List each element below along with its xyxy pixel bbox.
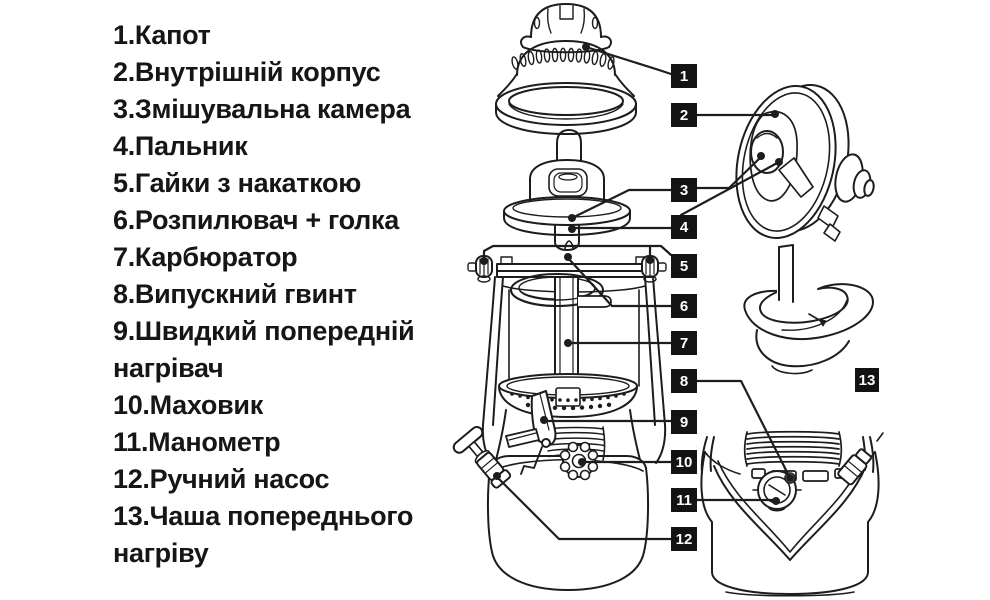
right-tank-drawing (700, 430, 884, 597)
legend-item-4: 4.Пальник (113, 131, 248, 161)
callout-7: 7 (671, 331, 697, 355)
callout-11: 11 (671, 488, 697, 512)
legend-item-10: 10.Маховик (113, 390, 263, 420)
pump-cap-drawing (837, 448, 873, 486)
hood-drawing (495, 3, 637, 135)
leader-lines (482, 45, 792, 541)
legend-item-6: 6.Розпилювач + голка (113, 205, 399, 235)
callout-9: 9 (671, 410, 697, 434)
callout-8: 8 (671, 369, 697, 393)
legend-item-1: 1.Капот (113, 20, 211, 50)
legend-item-2: 2.Внутрішній корпус (113, 57, 381, 87)
hand-pump-drawing (452, 425, 512, 489)
legend-item-13: 13.Чаша попереднього нагріву (113, 501, 414, 568)
leader-dots (480, 43, 794, 505)
callout-3: 3 (671, 178, 697, 202)
inner-body-drawing (735, 83, 875, 242)
knurled-nut-left (467, 255, 493, 283)
legend-item-8: 8.Випускний гвинт (113, 279, 357, 309)
burner-fins-drawing (743, 430, 843, 467)
callout-10: 10 (671, 450, 697, 474)
legend-item-11: 11.Манометр (113, 427, 281, 457)
callout-1: 1 (671, 64, 697, 88)
callout-12: 12 (671, 527, 697, 551)
preheating-cup-drawing (743, 244, 874, 375)
parts-legend: 1.Капот 2.Внутрішній корпус 3.Змішувальн… (113, 17, 489, 572)
callout-2: 2 (671, 103, 697, 127)
callout-13: 13 (855, 368, 879, 392)
callout-4: 4 (671, 215, 697, 239)
legend-item-12: 12.Ручний насос (113, 464, 330, 494)
mixing-chamber-burner-drawing (503, 129, 631, 251)
callout-6: 6 (671, 294, 697, 318)
lantern-frame-drawing (467, 240, 667, 426)
legend-item-5: 5.Гайки з накаткою (113, 168, 362, 198)
legend-item-7: 7.Карбюратор (113, 242, 298, 272)
callout-5: 5 (671, 254, 697, 278)
legend-item-3: 3.Змішувальна камера (113, 94, 411, 124)
legend-item-9: 9.Швидкий попередній нагрівач (113, 316, 415, 383)
